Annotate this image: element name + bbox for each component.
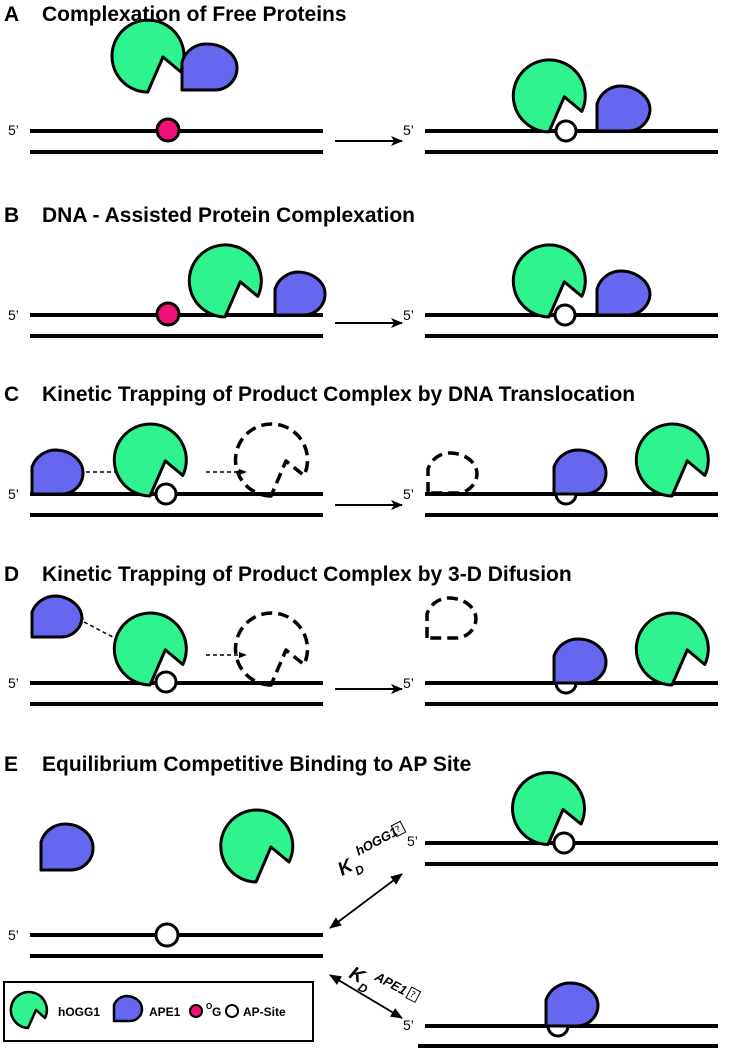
panel-d: D Kinetic Trapping of Product Complex by…	[4, 563, 718, 706]
legend-oxog-label: G	[212, 1005, 221, 1019]
panel-c-letter: C	[4, 383, 19, 406]
ape1-protein	[595, 84, 652, 133]
panel-a: A Complexation of Free Proteins 5’ 5’	[4, 3, 718, 154]
hogg1-protein	[219, 808, 295, 884]
equilibrium-arrow-hogg1	[329, 873, 403, 929]
ap-site	[554, 119, 578, 143]
five-prime-label: 5’	[403, 307, 414, 323]
hogg1-protein	[511, 771, 586, 846]
panel-b-letter: B	[4, 204, 19, 227]
panel-b: B DNA - Assisted Protein Complexation 5’…	[4, 204, 718, 338]
hogg1-protein	[110, 18, 186, 94]
ape1-protein	[180, 42, 239, 92]
panel-e-letter: E	[4, 753, 18, 776]
placeholder-glyph: ?	[408, 990, 417, 1001]
ap-site	[154, 670, 178, 694]
hogg1-protein	[511, 243, 587, 319]
five-prime-label: 5’	[8, 307, 19, 323]
ape1-protein	[273, 270, 327, 317]
placeholder-box-icon	[390, 820, 407, 838]
kd-subscript: D	[352, 862, 367, 879]
kd-superscript-ape1: APE1	[372, 968, 410, 998]
kd-ape1-label: K D APE1 ?	[346, 963, 422, 1004]
five-prime-label: 5’	[407, 833, 418, 849]
ap-site	[553, 303, 577, 327]
hogg1-protein	[634, 422, 710, 498]
legend-oxog-icon	[189, 1004, 203, 1018]
ap-site	[154, 482, 178, 506]
legend: hOGG1 APE1 O G AP-Site	[3, 981, 314, 1042]
five-prime-label: 5’	[8, 675, 19, 691]
hogg1-ghost	[233, 611, 310, 687]
placeholder-glyph: ?	[394, 824, 403, 835]
five-prime-label: 5’	[403, 122, 414, 138]
panel-c: C Kinetic Trapping of Product Complex by…	[4, 383, 718, 517]
hogg1-protein	[511, 58, 587, 134]
five-prime-label: 5’	[403, 486, 414, 502]
five-prime-label: 5’	[403, 675, 414, 691]
ape1-protein	[544, 981, 600, 1028]
ape1-ghost	[425, 596, 478, 640]
panel-c-title: Kinetic Trapping of Product Complex by D…	[42, 383, 635, 406]
hogg1-protein	[634, 611, 710, 687]
legend-ap-site-label: AP-Site	[243, 1005, 286, 1019]
legend-hogg1-label: hOGG1	[58, 1005, 100, 1019]
oxog-lesion	[155, 117, 181, 143]
ape1-protein	[30, 448, 85, 496]
legend-ap-site-icon	[225, 1004, 239, 1018]
panel-a-letter: A	[4, 3, 19, 26]
panel-e-title: Equilibrium Competitive Binding to AP Si…	[42, 753, 471, 776]
hogg1-ghost	[233, 422, 310, 498]
legend-hogg1-icon	[9, 990, 49, 1030]
five-prime-label: 5’	[8, 927, 19, 943]
ap-site	[154, 922, 180, 948]
oxog-lesion	[155, 301, 181, 327]
hogg1-protein	[187, 243, 263, 319]
ape1-protein	[595, 269, 652, 317]
hogg1-protein	[112, 611, 188, 687]
equilibrium-arrow-ape1	[329, 974, 403, 1019]
placeholder-box-icon	[405, 986, 422, 1004]
panel-d-title: Kinetic Trapping of Product Complex by 3…	[42, 563, 572, 586]
legend-box	[3, 981, 314, 1042]
ape1-protein	[552, 448, 608, 496]
legend-ape1-icon	[112, 994, 144, 1023]
kd-hogg1-label: K D hOGG1 ?	[334, 820, 407, 880]
ap-site	[552, 831, 576, 855]
legend-oxog-superscript: O	[206, 1002, 212, 1011]
diffusion-arrow	[83, 621, 129, 646]
panel-b-title: DNA - Assisted Protein Complexation	[42, 204, 415, 227]
five-prime-label: 5’	[8, 486, 19, 502]
five-prime-label: 5’	[403, 1017, 414, 1033]
hogg1-protein	[112, 422, 188, 498]
five-prime-label: 5’	[8, 122, 19, 138]
ape1-protein	[30, 594, 84, 639]
panel-a-title: Complexation of Free Proteins	[42, 3, 347, 26]
ape1-protein	[552, 637, 608, 685]
legend-ape1-label: APE1	[149, 1005, 181, 1019]
ape1-protein	[39, 822, 95, 872]
panel-d-letter: D	[4, 563, 19, 586]
ape1-ghost	[426, 451, 479, 495]
